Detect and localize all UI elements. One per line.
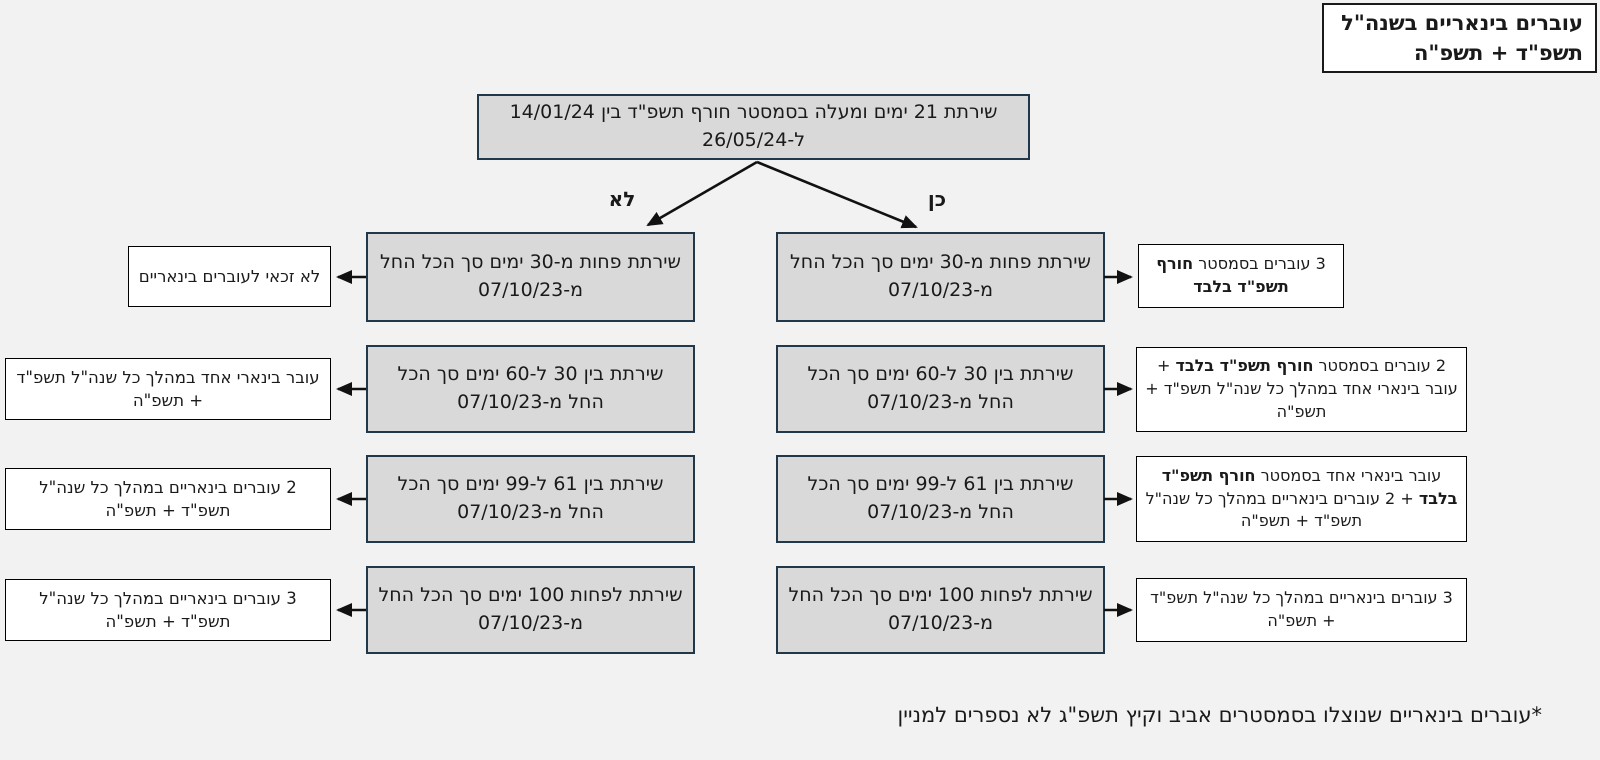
yes-branch-condition-30-60-days: שירתת בין 30 ל-60 ימים סך הכל החל מ-07/1… [776,345,1105,433]
yes-branch-condition-under-30-days: שירתת פחות מ-30 ימים סך הכל החל מ-07/10/… [776,232,1105,322]
footnote: *עוברים בינאריים שנוצלו בסמסטרים אביב וק… [897,703,1542,727]
no-branch-outcome-not-eligible: לא זכאי לעוברים בינאריים [128,246,331,307]
arrow-root-to-no [646,160,758,227]
no-branch-outcome-two-passes: 2 עוברים בינאריים במהלך כל שנה"ל תשפ"ד +… [5,468,331,530]
no-branch-condition-100plus-days: שירתת לפחות 100 ימים סך הכל החל מ-07/10/… [366,566,695,654]
yes-branch-outcome-two-winter-plus-one: 2 עוברים בסמסטר חורף תשפ"ד בלבד + עובר ב… [1136,347,1467,432]
branch-label-no: לא [608,187,636,211]
yes-branch-condition-61-99-days: שירתת בין 61 ל-99 ימים סך הכל החל מ-07/1… [776,455,1105,543]
yes-branch-outcome-one-winter-plus-two: עובר בינארי אחד בסמסטר חורף תשפ"ד בלבד +… [1136,456,1467,542]
no-branch-outcome-three-passes: 3 עוברים בינאריים במהלך כל שנה"ל תשפ"ד +… [5,579,331,641]
legend-title-box: עוברים בינאריים בשנה"ל תשפ"ד + תשפ"ה [1322,3,1597,73]
no-branch-outcome-one-pass: עובר בינארי אחד במהלך כל שנה"ל תשפ"ד + ת… [5,358,331,420]
branch-label-yes: כן [927,187,947,211]
arrow-root-to-yes [756,160,918,229]
no-branch-condition-30-60-days: שירתת בין 30 ל-60 ימים סך הכל החל מ-07/1… [366,345,695,433]
yes-branch-outcome-three-winter-only: 3 עוברים בסמסטר חורף תשפ"ד בלבד [1138,244,1344,308]
yes-branch-outcome-three-passes: 3 עוברים בינאריים במהלך כל שנה"ל תשפ"ד +… [1136,578,1467,642]
no-branch-condition-61-99-days: שירתת בין 61 ל-99 ימים סך הכל החל מ-07/1… [366,455,695,543]
no-branch-condition-under-30-days: שירתת פחות מ-30 ימים סך הכל החל מ-07/10/… [366,232,695,322]
root-question-box: שירתת 21 ימים ומעלה בסמסטר חורף תשפ"ד בי… [477,94,1030,160]
yes-branch-condition-100plus-days: שירתת לפחות 100 ימים סך הכל החל מ-07/10/… [776,566,1105,654]
